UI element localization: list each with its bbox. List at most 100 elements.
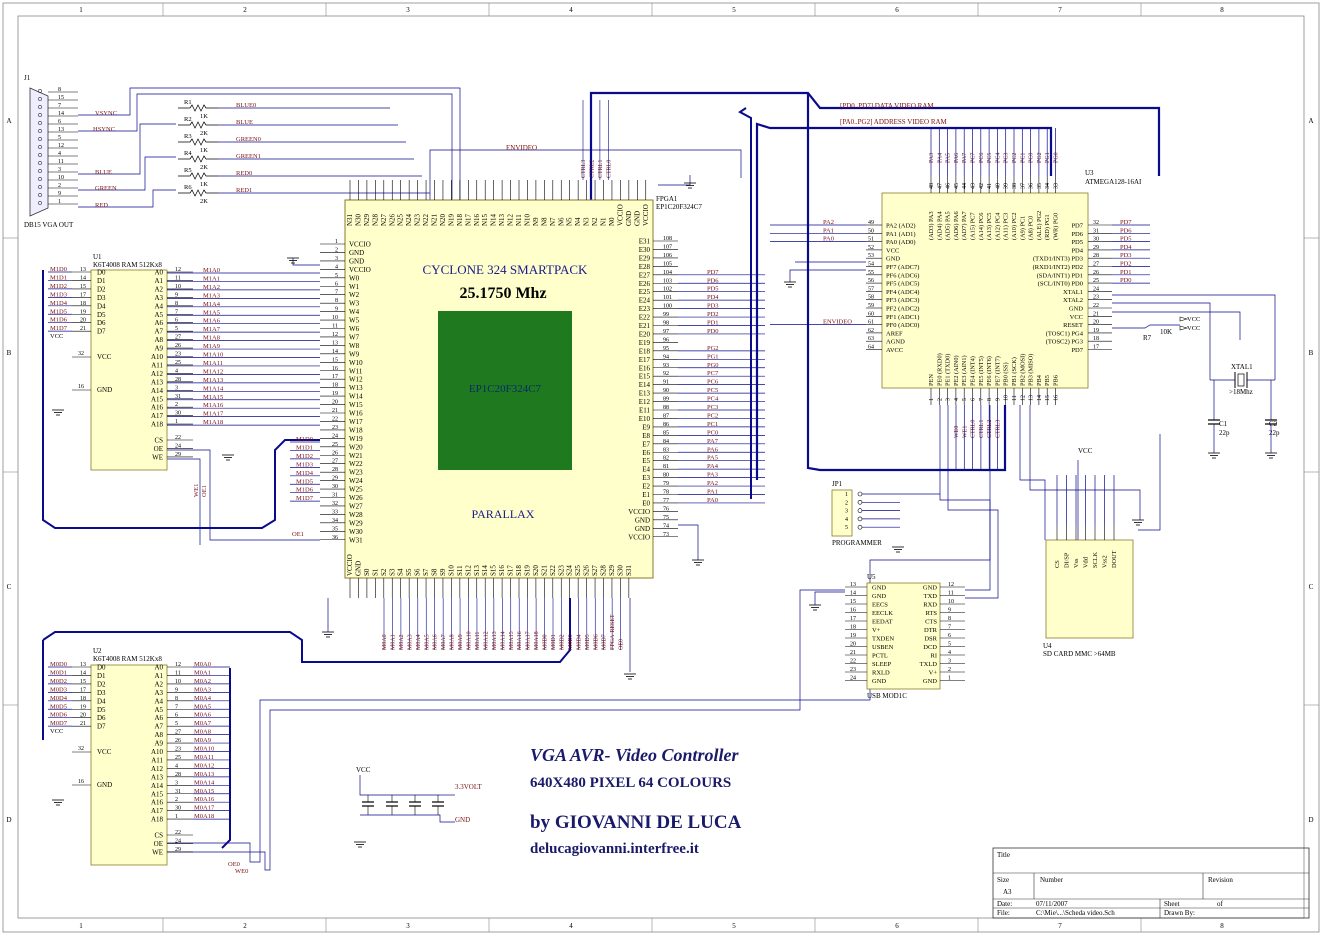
resistor-net: RED0 bbox=[236, 170, 252, 177]
u5-right-pin-num: 5 bbox=[948, 642, 951, 648]
fpga-top-pin-name: N2 bbox=[591, 217, 599, 226]
fpga-top-pin-name: N14 bbox=[490, 213, 498, 226]
u3-bottom-net: CTRL1 bbox=[979, 420, 985, 438]
ram-d-net: M0D5 bbox=[50, 703, 67, 710]
u3-bottom-pin-num: 10 bbox=[1004, 395, 1010, 401]
fpga-bottom-net: M0D0 bbox=[543, 634, 549, 650]
jp1-pin-contact bbox=[857, 524, 863, 530]
tb-drawn-label: Drawn By: bbox=[1164, 909, 1195, 917]
u3-bottom-pin-num: 7 bbox=[979, 398, 985, 401]
fpga-left-pin-num: 21 bbox=[332, 408, 338, 414]
fpga-left-pin-num: 5 bbox=[335, 273, 338, 279]
fpga-right-net: PA7 bbox=[707, 438, 719, 445]
red-wire bbox=[78, 189, 176, 208]
fpga-bottom-pin-name: S24 bbox=[566, 565, 574, 576]
u5-ref: U5 bbox=[867, 573, 876, 581]
vga-connector: J1 DB15 VGA OUT bbox=[24, 74, 74, 229]
we0-wire bbox=[167, 589, 845, 871]
fpga-left-pin-num: 29 bbox=[332, 476, 338, 482]
fpga-bottom-pin-name: S29 bbox=[608, 565, 616, 576]
ram-a-pin-name: A14 bbox=[151, 782, 164, 790]
u3-top-pin-name: (RD) PG1 bbox=[1044, 214, 1051, 240]
fpga-gnd-wire bbox=[292, 258, 320, 266]
u3-top-net: PC6 bbox=[979, 153, 985, 163]
c1-ref: C1 bbox=[1219, 420, 1228, 428]
vga-pin-num: 5 bbox=[58, 135, 61, 141]
ram-d-net: M1D5 bbox=[50, 308, 67, 315]
u3-top-pin-num: 48 bbox=[929, 183, 935, 189]
fpga-top-pin-name: N18 bbox=[456, 213, 464, 226]
fpga-right-pin-name: E31 bbox=[639, 238, 651, 246]
fpga-right-net: PD3 bbox=[707, 303, 719, 310]
fpga-bottom-pin-name: VCCIO bbox=[346, 554, 354, 576]
resistor-net: RED1 bbox=[236, 187, 252, 194]
u3-left-pin-num: 60 bbox=[868, 311, 874, 317]
fpga-right-pin-name: E28 bbox=[639, 263, 651, 271]
u3-right-pin-num: 25 bbox=[1093, 278, 1099, 284]
u5-right-pin-name: TXD bbox=[924, 593, 938, 600]
u3-left-pin-num: 57 bbox=[868, 286, 874, 292]
fpga-top-pin-name: N24 bbox=[405, 213, 413, 226]
fpga-right-pin-name: E7 bbox=[642, 440, 650, 448]
fpga-right-net: PA3 bbox=[707, 472, 718, 479]
u5-right-pin-name: TXLD bbox=[920, 661, 938, 668]
fpga-bottom-pin-name: S27 bbox=[591, 565, 599, 576]
fpga-bottom-net: M0A7 bbox=[441, 634, 447, 650]
reset-wire bbox=[1112, 324, 1180, 329]
u3-right-pin-num: 18 bbox=[1093, 336, 1099, 342]
fpga-bottom-pin-name: S28 bbox=[600, 565, 608, 576]
u1-address-net: M1A1 bbox=[203, 275, 220, 282]
u3-left-pin-name: AREF bbox=[886, 330, 903, 337]
ram-a-pin-num: 7 bbox=[175, 309, 178, 315]
fpga-right-pin-name: E10 bbox=[639, 415, 651, 423]
ram-a-pin-name: A7 bbox=[154, 723, 163, 731]
u3-top-pin-name: (A12) PC4 bbox=[994, 212, 1001, 240]
fpga-bottom-net: M0A4 bbox=[416, 634, 422, 650]
fpga-right-pin-num: 92 bbox=[663, 371, 669, 377]
ram-d-pin-num: 14 bbox=[80, 670, 86, 676]
u3-bottom-pin-num: 6 bbox=[971, 398, 977, 401]
crystal: XTAL1 >18Mhz C1 22p C2 22p R7 10K bbox=[1143, 328, 1280, 437]
u2-part: K6T4008 RAM 512Kx8 bbox=[93, 655, 162, 663]
u3-top-pin-num: 35 bbox=[1037, 183, 1043, 189]
u3-bottom-pin-num: 12 bbox=[1020, 395, 1026, 401]
ram-a-net: M0A9 bbox=[194, 737, 211, 744]
gnd-rail bbox=[360, 814, 455, 823]
ram-a-net: M0A10 bbox=[194, 746, 214, 753]
usb-gnd-wire bbox=[814, 591, 845, 605]
j1-name: DB15 VGA OUT bbox=[24, 221, 74, 229]
u3-top-pin-name: (A15) PC7 bbox=[970, 213, 977, 240]
vcc-arrow bbox=[1179, 316, 1189, 322]
fpga-brand: PARALLAX bbox=[472, 507, 535, 521]
u4-name: SD CARD MMC >64MB bbox=[1043, 650, 1116, 658]
u3-right-net: PD5 bbox=[1120, 236, 1132, 243]
u3-top-pin-num: 44 bbox=[962, 183, 968, 189]
hsync-wire bbox=[78, 93, 453, 200]
fpga-bottom-pin-name: S14 bbox=[481, 565, 489, 576]
vga-connector-body bbox=[29, 87, 49, 217]
ram-a-net: M0A18 bbox=[194, 813, 214, 820]
fpga-left-pin-name: W11 bbox=[349, 367, 363, 375]
title-area: VGA AVR- Video Controller 640X480 PIXEL … bbox=[530, 745, 742, 857]
ram-a-pin-name: A10 bbox=[151, 748, 164, 756]
ram-ctrl-pin-num: 29 bbox=[175, 847, 181, 853]
fpga-bottom-net: M0A17 bbox=[526, 631, 532, 650]
ram-d-pin-name: D0 bbox=[97, 269, 106, 277]
fpga-left-pin-num: 25 bbox=[332, 442, 338, 448]
fpga-top-pin-name: N15 bbox=[481, 213, 489, 226]
fpga-left-pin-num: 23 bbox=[332, 425, 338, 431]
ram-a-pin-num: 7 bbox=[175, 704, 178, 710]
u3-left-net: PA0 bbox=[823, 236, 834, 243]
ram-u1: U1 K6T4008 RAM 512Kx8 bbox=[90, 253, 168, 471]
vcc-rail bbox=[359, 775, 440, 796]
ram-d-pin-name: D7 bbox=[97, 723, 106, 731]
u3-left-net: PA2 bbox=[823, 219, 834, 226]
fpga-right-net: PG1 bbox=[707, 353, 719, 360]
vga-pin-contact bbox=[38, 137, 42, 141]
fpga-left-pin-num: 28 bbox=[332, 467, 338, 473]
fpga-top-net: CTRL3 bbox=[581, 160, 587, 178]
ram-a-pin-name: A13 bbox=[151, 773, 164, 781]
ram-a-pin-num: 26 bbox=[175, 343, 181, 349]
u2-we-net: WE0 bbox=[235, 868, 248, 875]
